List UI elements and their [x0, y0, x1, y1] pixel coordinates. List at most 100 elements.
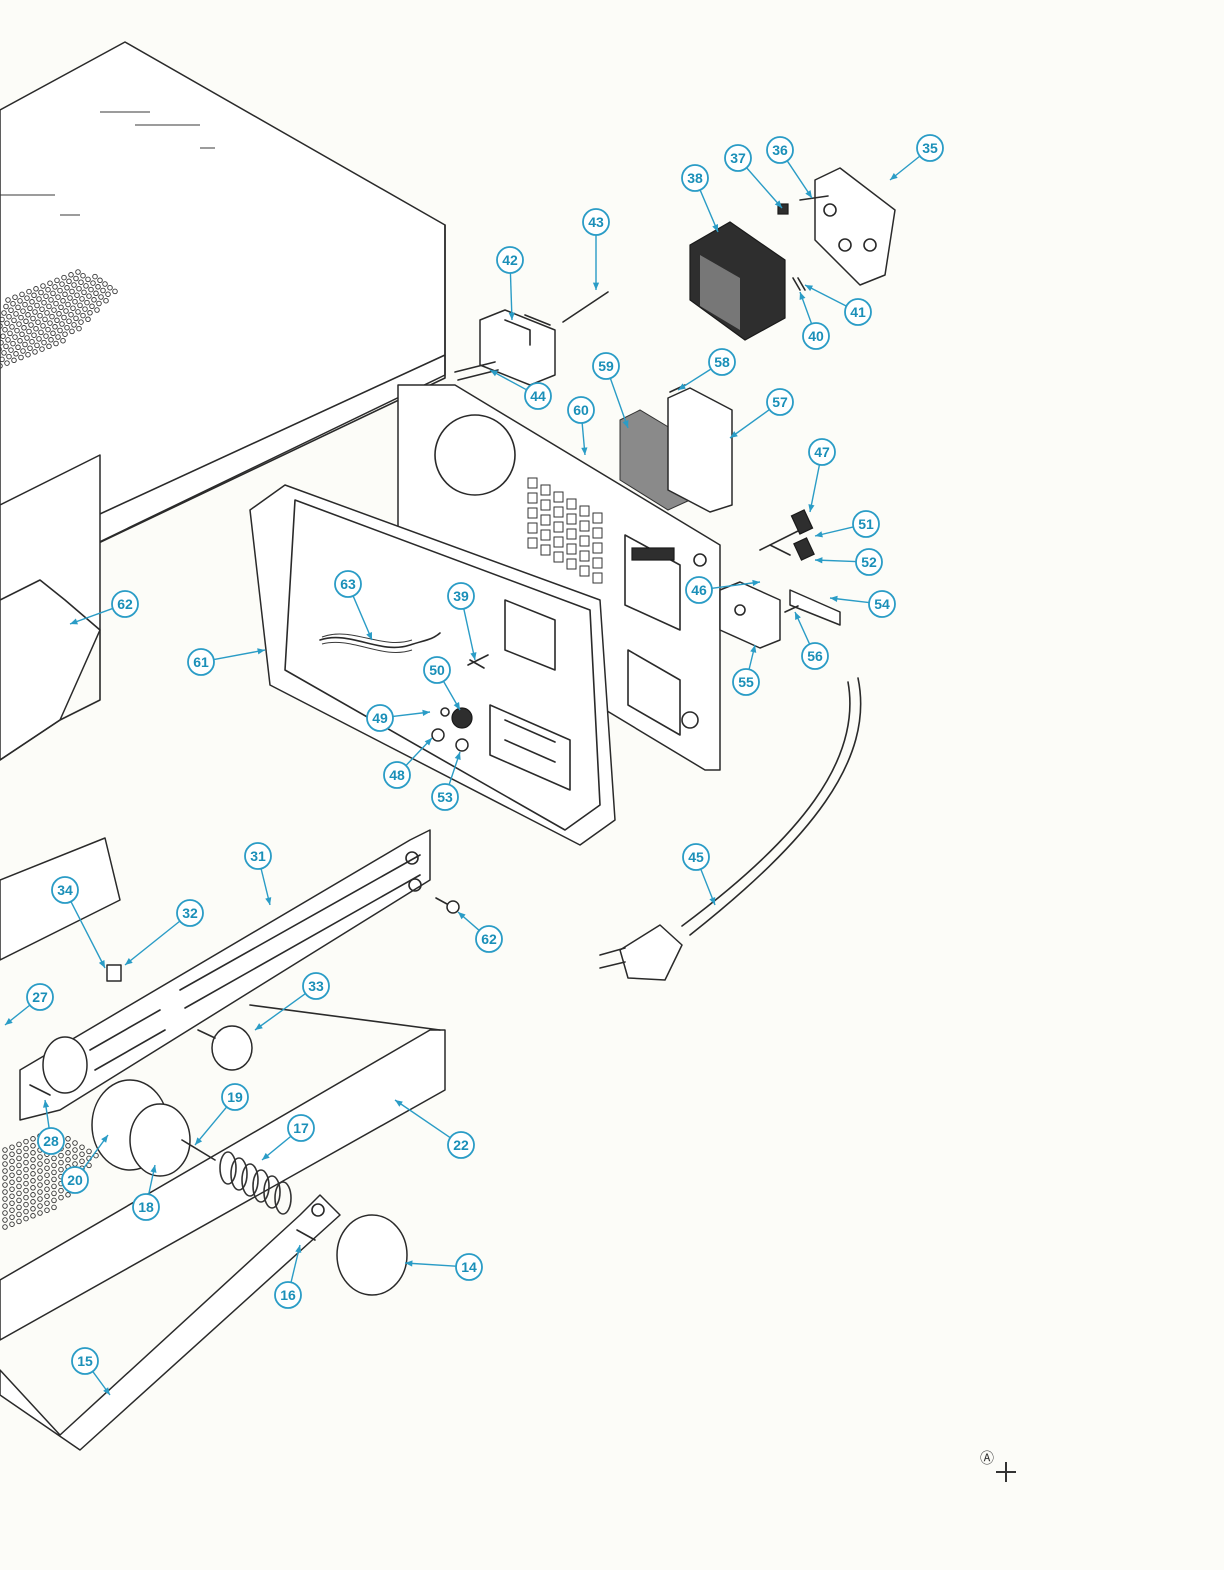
- callout-label: 43: [588, 214, 604, 230]
- callout-label: 59: [598, 358, 614, 374]
- vent-hole: [31, 1172, 36, 1177]
- vent-hole: [59, 1160, 64, 1165]
- cabinet-side-panel: [0, 455, 100, 760]
- callout-label: 48: [389, 767, 405, 783]
- callout-label: 34: [57, 882, 73, 898]
- vent-hole: [17, 1149, 22, 1154]
- foot-knob: [337, 1215, 407, 1295]
- callout-label: 37: [730, 150, 746, 166]
- callout-14: 14: [405, 1254, 482, 1280]
- vent-hole: [66, 1151, 71, 1156]
- vent-hole: [10, 1145, 15, 1150]
- corner-symbol: Ⓐ: [980, 1451, 994, 1467]
- callout-label: 53: [437, 789, 453, 805]
- callout-label: 49: [372, 710, 388, 726]
- leader-line: [214, 650, 265, 660]
- vent-hole: [10, 1201, 15, 1206]
- callout-47: 47: [808, 439, 835, 512]
- thumb-knob: [212, 1026, 252, 1070]
- vent-hole: [10, 1187, 15, 1192]
- vent-hole: [52, 1177, 57, 1182]
- callout-41: 41: [805, 285, 871, 325]
- callout-label: 57: [772, 394, 788, 410]
- callout-27: 27: [5, 984, 53, 1025]
- callout-label: 17: [293, 1120, 309, 1136]
- vent-hole: [31, 1193, 36, 1198]
- callout-15: 15: [72, 1348, 110, 1395]
- knob-grommet: [452, 708, 472, 728]
- callout-label: 35: [922, 140, 938, 156]
- vent-hole: [31, 1158, 36, 1163]
- vent-hole: [24, 1188, 29, 1193]
- callout-label: 42: [502, 252, 518, 268]
- vent-hole: [24, 1139, 29, 1144]
- callout-label: 50: [429, 662, 445, 678]
- vent-hole: [52, 1156, 57, 1161]
- callout-56: 56: [795, 612, 828, 669]
- vent-hole: [31, 1165, 36, 1170]
- vent-hole: [17, 1163, 22, 1168]
- vent-hole: [24, 1167, 29, 1172]
- vent-hole: [17, 1191, 22, 1196]
- vent-hole: [59, 1153, 64, 1158]
- callout-label: 36: [772, 142, 788, 158]
- vent-hole: [45, 1180, 50, 1185]
- corner-mark: Ⓐ: [980, 1451, 1016, 1482]
- vent-hole: [52, 1205, 57, 1210]
- vent-hole: [17, 1205, 22, 1210]
- screw: [785, 606, 798, 612]
- vent-hole: [17, 1212, 22, 1217]
- vent-hole: [17, 1177, 22, 1182]
- vent-hole: [52, 1184, 57, 1189]
- spring-coil: [275, 1182, 291, 1214]
- vent-hole: [52, 1191, 57, 1196]
- vent-hole: [17, 1142, 22, 1147]
- leader-arrow: [255, 1023, 263, 1030]
- vent-hole: [59, 1195, 64, 1200]
- drive-hub-inner: [130, 1104, 190, 1176]
- vent-hole: [24, 1146, 29, 1151]
- vent-hole: [38, 1211, 43, 1216]
- jack: [456, 739, 468, 751]
- vent-hole: [3, 1169, 8, 1174]
- jack: [432, 729, 444, 741]
- vent-hole: [17, 1184, 22, 1189]
- vent-hole: [31, 1179, 36, 1184]
- callout-label: 51: [858, 516, 874, 532]
- vent-hole: [3, 1204, 8, 1209]
- leader-line: [125, 921, 180, 965]
- callout-label: 40: [808, 328, 824, 344]
- vent-hole: [3, 1225, 8, 1230]
- vent-hole: [45, 1159, 50, 1164]
- vent-hole: [3, 1183, 8, 1188]
- vent-hole: [73, 1141, 78, 1146]
- vent-hole: [66, 1144, 71, 1149]
- leader-arrow: [805, 190, 812, 198]
- callout-label: 56: [807, 648, 823, 664]
- callout-36: 36: [767, 137, 812, 198]
- vent-hole: [10, 1152, 15, 1157]
- vent-hole: [10, 1194, 15, 1199]
- vent-hole: [73, 1155, 78, 1160]
- callout-label: 44: [530, 388, 546, 404]
- callout-label: 32: [182, 905, 198, 921]
- callout-43: 43: [583, 209, 609, 290]
- callout-35: 35: [890, 135, 943, 180]
- vent-hole: [31, 1207, 36, 1212]
- vent-hole: [59, 1167, 64, 1172]
- callout-label: 61: [193, 654, 209, 670]
- clip: [793, 278, 805, 290]
- vent-hole: [66, 1137, 71, 1142]
- callout-45: 45: [683, 844, 715, 905]
- terminal-cover: [815, 168, 895, 285]
- cover-plate: [668, 388, 732, 512]
- vent-hole: [38, 1162, 43, 1167]
- vent-hole: [80, 1145, 85, 1150]
- vent-hole: [24, 1174, 29, 1179]
- callout-label: 47: [814, 444, 830, 460]
- callout-label: 28: [43, 1133, 59, 1149]
- callout-label: 39: [453, 588, 469, 604]
- vent-hole: [52, 1198, 57, 1203]
- fuse-block: [480, 310, 555, 385]
